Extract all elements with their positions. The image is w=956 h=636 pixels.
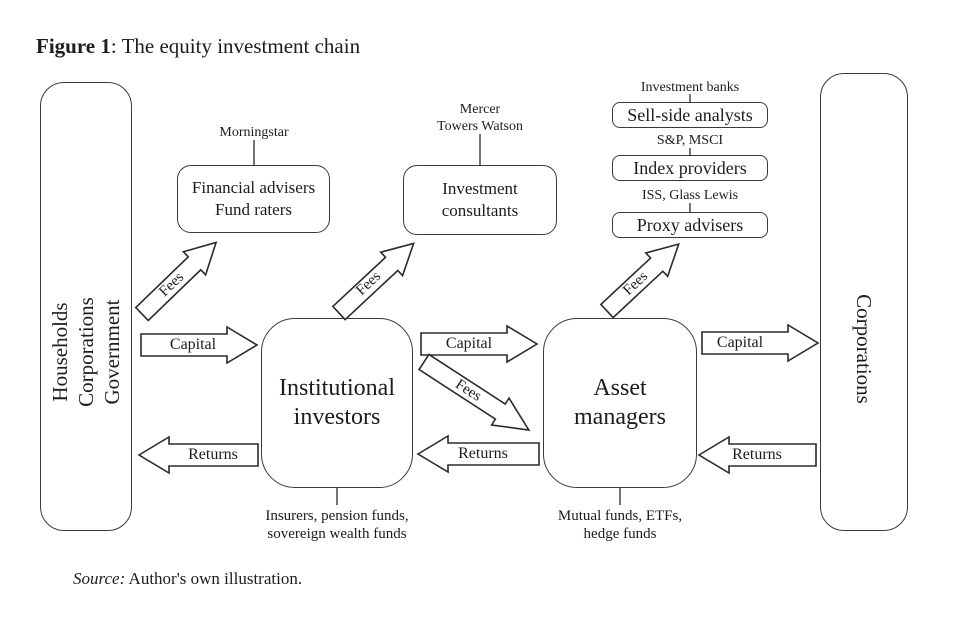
corporations-box-label: Corporations	[852, 294, 876, 404]
proxy-advisers-box: Proxy advisers	[612, 212, 768, 238]
fees-flow-label: Fees	[452, 376, 485, 405]
morningstar-tag: Morningstar	[219, 125, 289, 140]
households-box-label: Households Corporations Government	[47, 262, 125, 442]
insurers-note-line1: Insurers, pension funds,	[265, 508, 409, 524]
fees-flow-label: Fees	[620, 268, 652, 299]
asset-managers-line2: managers	[574, 404, 666, 430]
asset-managers-label: Asset managers	[574, 374, 666, 432]
financial-advisers-line1: Financial advisers	[191, 178, 316, 197]
returns-flow-label: Returns	[458, 445, 508, 462]
figure-title-number: Figure 1	[36, 34, 111, 58]
returns-flow-label: Returns	[188, 446, 238, 463]
towers-watson-tag-line: Towers Watson	[437, 119, 523, 134]
fees-flow-label: Fees	[156, 269, 188, 300]
index-providers-label: Index providers	[633, 158, 747, 178]
investment-banks-tag: Investment banks	[640, 80, 740, 95]
investment-consultants-line2: consultants	[441, 201, 519, 220]
households-box: Households Corporations Government	[40, 82, 132, 531]
iss-glass-lewis-tag: ISS, Glass Lewis	[641, 188, 739, 203]
mercer-tag-line: Mercer	[459, 102, 501, 117]
fees-flow-label: Fees	[353, 268, 385, 299]
investment-consultants-box: Investment consultants	[403, 165, 557, 235]
institutional-investors-box: Institutional investors	[261, 318, 413, 488]
returns-flow-label: Returns	[732, 446, 782, 463]
government-line: Government	[100, 299, 124, 404]
asset-managers-line1: Asset	[593, 375, 647, 401]
households-line: Households	[48, 301, 72, 402]
mutual-funds-note-line1: Mutual funds, ETFs,	[557, 508, 683, 524]
insurers-note-line2: sovereign wealth funds	[267, 526, 407, 542]
mercer-towers-watson-tag: Mercer Towers Watson	[370, 101, 590, 135]
institutional-line2: investors	[293, 404, 381, 430]
capital-flow-label: Capital	[716, 334, 764, 351]
financial-advisers-label: Financial advisers Fund raters	[192, 177, 315, 221]
sell-side-analysts-box: Sell-side analysts	[612, 102, 768, 128]
sp-msci-tag: S&P, MSCI	[656, 133, 724, 148]
index-providers-box: Index providers	[612, 155, 768, 181]
figure-title: Figure 1: The equity investment chain	[36, 34, 360, 59]
proxy-advisers-label: Proxy advisers	[636, 215, 744, 235]
source-note-prefix: Source:	[73, 569, 126, 588]
source-note: Source: Author's own illustration.	[73, 569, 302, 589]
asset-managers-box: Asset managers	[543, 318, 697, 488]
figure-title-text: : The equity investment chain	[110, 34, 361, 58]
investment-consultants-label: Investment consultants	[442, 178, 519, 222]
financial-advisers-line2: Fund raters	[215, 200, 292, 219]
corporations-line: Corporations	[74, 296, 98, 407]
mutual-funds-note-line2: hedge funds	[583, 526, 657, 542]
institutional-investors-label: Institutional investors	[279, 374, 395, 432]
institutional-line1: Institutional	[279, 375, 395, 401]
corporations-box: Corporations	[820, 73, 908, 531]
insurers-note: Insurers, pension funds, sovereign wealt…	[227, 507, 447, 543]
capital-flow-label: Capital	[445, 335, 493, 352]
sell-side-analysts-label: Sell-side analysts	[627, 105, 753, 125]
mutual-funds-note: Mutual funds, ETFs, hedge funds	[510, 507, 730, 543]
capital-flow-label: Capital	[169, 336, 217, 353]
investment-consultants-line1: Investment	[442, 179, 518, 198]
source-note-text: Author's own illustration.	[125, 569, 303, 588]
financial-advisers-box: Financial advisers Fund raters	[177, 165, 330, 233]
